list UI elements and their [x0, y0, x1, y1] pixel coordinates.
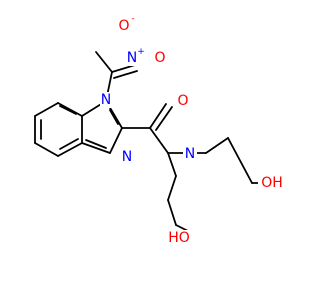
atom-label: O: [154, 50, 165, 66]
atom-label: N: [127, 50, 137, 66]
bond: [205, 137, 229, 154]
bond: [57, 142, 83, 157]
charge-label: +: [137, 47, 145, 57]
bond: [149, 127, 169, 154]
atom-label: O: [177, 93, 188, 109]
charge-label: -: [131, 14, 134, 24]
bond: [167, 152, 177, 177]
atom-label: N: [185, 146, 195, 162]
bond: [57, 102, 83, 117]
atom-label: O: [118, 18, 129, 34]
bonds: [34, 51, 275, 233]
atom-labels: N N N + O - O O N OH HO: [100, 14, 286, 246]
bond: [109, 127, 123, 154]
bond: [155, 106, 173, 131]
bond: [85, 139, 107, 149]
bond: [109, 109, 119, 125]
bond: [59, 105, 77, 115]
bond: [34, 142, 59, 157]
bond: [59, 138, 79, 150]
bond: [111, 64, 136, 73]
molecule-structure: N N N + O - O O N OH HO: [34, 14, 286, 246]
bond: [113, 70, 138, 79]
atom-label: N: [122, 149, 132, 165]
atom-label: OH: [261, 175, 283, 191]
bond: [34, 102, 59, 117]
bond: [149, 103, 167, 129]
atom-label: HO: [168, 230, 190, 246]
bond: [81, 142, 111, 154]
bond: [227, 137, 253, 184]
atom-label: N: [101, 92, 111, 108]
bond: [167, 199, 177, 226]
bond: [95, 51, 113, 73]
bond: [167, 175, 177, 201]
